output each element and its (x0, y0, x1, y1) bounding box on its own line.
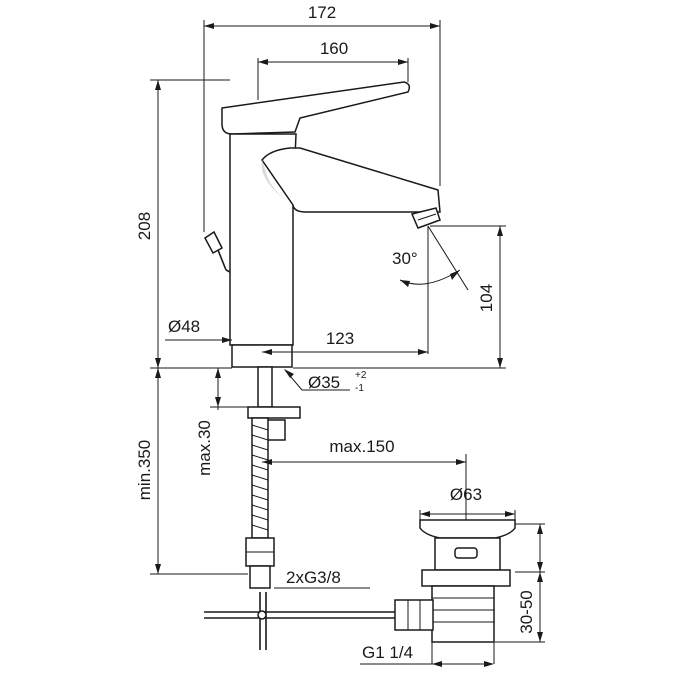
mounting-stud (257, 366, 273, 408)
waste-tail (431, 585, 495, 643)
fixing-nut (266, 419, 286, 441)
dim-spout-reach: 123 (326, 329, 354, 348)
dim-hole-tol-upper: +2 (355, 370, 367, 381)
dim-hole-tol-lower: -1 (355, 383, 364, 394)
waste-fitting (204, 519, 516, 650)
dim-max-thickness: max.30 (195, 420, 214, 476)
dim-waste-range: 30-50 (517, 590, 536, 633)
mounting-set (245, 366, 301, 589)
dim-lever-width: 160 (320, 39, 348, 58)
dim-total-height: 208 (135, 212, 154, 240)
hose-fitting (249, 565, 271, 589)
waste-slot (454, 547, 478, 559)
base-plate (231, 344, 293, 368)
popup-rod-knob (204, 230, 223, 255)
dim-spout-angle: 30° (392, 249, 418, 268)
body-column (229, 133, 297, 346)
aerator (410, 207, 441, 229)
waste-flange (419, 519, 516, 539)
dim-max-offset: max.150 (329, 437, 394, 456)
waste-nut (421, 569, 511, 587)
dimension-labels: 172 160 208 30° 104 Ø48 123 Ø35 +2 -1 ma… (135, 3, 536, 662)
waste-connector (394, 599, 434, 631)
dim-waste-thread: G1 1/4 (362, 643, 413, 662)
lever-handle (221, 81, 411, 135)
dimension-lines (150, 20, 545, 667)
fixing-bracket (247, 406, 301, 419)
dim-base-diameter: Ø48 (168, 317, 200, 336)
dim-min-length: min.350 (135, 440, 154, 500)
dim-waste-diameter: Ø63 (450, 485, 482, 504)
mixer-body (204, 81, 441, 368)
spout (261, 147, 441, 213)
dim-spout-height: 104 (477, 284, 496, 312)
dim-hose-thread: 2xG3/8 (286, 568, 341, 587)
dim-hole-diameter: Ø35 (308, 373, 340, 392)
dim-top-width: 172 (308, 3, 336, 22)
